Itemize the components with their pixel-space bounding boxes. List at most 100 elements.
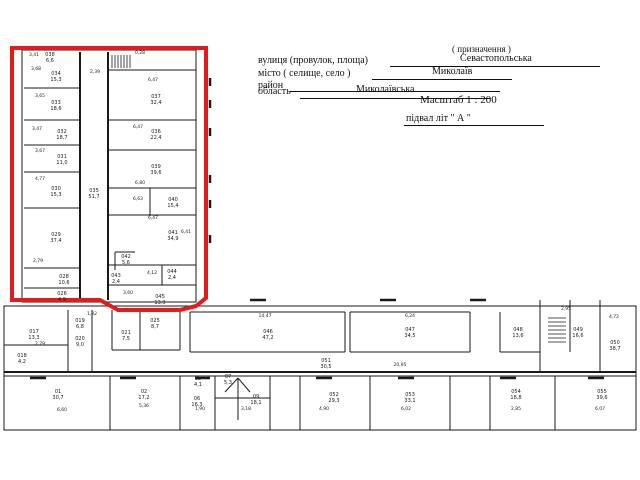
room-number: 019 — [75, 318, 85, 324]
room-number: 047 — [405, 327, 415, 333]
room-area: 37,4 — [50, 238, 61, 244]
dimension-label: 6,02 — [401, 406, 411, 412]
room-area: 38,7 — [609, 346, 620, 352]
room-area: 22,4 — [150, 135, 161, 141]
dimension-label: 2,79 — [35, 341, 45, 347]
room-area: 39,6 — [150, 170, 161, 176]
room-area: 6,6 — [46, 58, 54, 64]
dimension-label: 6,07 — [595, 406, 605, 412]
dimension-label: 2,95 — [561, 306, 571, 312]
room-number: 046 — [263, 329, 273, 335]
dimension-label: 14,47 — [259, 313, 272, 319]
room-area: 4,1 — [194, 382, 202, 388]
room-number: 017 — [29, 329, 39, 335]
room-number: 035 — [89, 188, 99, 194]
room-number: 037 — [151, 94, 161, 100]
room-area: 8,7 — [151, 324, 159, 330]
dimension-label: 6,47 — [148, 215, 158, 221]
room-area: 51,7 — [88, 194, 99, 200]
room-number: 041 — [168, 230, 178, 236]
dimension-label: 6,24 — [405, 313, 415, 319]
room-number: 043 — [111, 273, 121, 279]
room-number: 020 — [75, 336, 85, 342]
room-area: 9,0 — [76, 342, 84, 348]
room-number: 049 — [573, 327, 583, 333]
room-area: 15,4 — [167, 203, 178, 209]
section-underline — [404, 125, 544, 126]
dimension-label: 2,85 — [511, 406, 521, 412]
room-area: 5,3 — [224, 380, 232, 386]
room-area: 13,6 — [512, 333, 523, 339]
dimension-label: 4,12 — [147, 270, 157, 276]
room-area: 29,3 — [328, 398, 339, 404]
room-area: 30,5 — [320, 364, 331, 370]
scale-label: Масштаб 1 : 200 — [420, 94, 497, 106]
room-number: 048 — [513, 327, 523, 333]
dimension-label: 3,60 — [123, 290, 133, 296]
room-area: 18,1 — [250, 400, 261, 406]
room-number: 050 — [610, 340, 620, 346]
room-area: 16,6 — [572, 333, 583, 339]
room-number: 02 — [141, 389, 147, 395]
room-number: 026 — [57, 291, 67, 297]
room-area: 2,4 — [112, 279, 120, 285]
room-area: 30,7 — [52, 395, 63, 401]
room-area: 33,1 — [404, 398, 415, 404]
dimension-label: 1,90 — [195, 406, 205, 412]
dimension-label: 3,68 — [31, 66, 41, 72]
room-number: 06 — [194, 396, 200, 402]
dimension-label: 4,90 — [319, 406, 329, 412]
room-area: 2,4 — [168, 275, 176, 281]
room-number: 031 — [57, 154, 67, 160]
dimension-label: 20,95 — [394, 362, 407, 368]
room-number: 051 — [321, 358, 331, 364]
room-number: 033 — [51, 100, 61, 106]
dimension-label: 6,47 — [148, 77, 158, 83]
room-area: 4,9 — [58, 297, 66, 303]
room-number: 028 — [59, 274, 69, 280]
room-number: 045 — [155, 294, 165, 300]
city-underline — [372, 79, 512, 80]
room-area: 17,2 — [138, 395, 149, 401]
dimension-label: 0,28 — [135, 50, 145, 56]
dimension-label: 6,63 — [133, 196, 143, 202]
room-area: 34,9 — [167, 236, 178, 242]
dimension-label: 6,41 — [181, 229, 191, 235]
room-number: 021 — [121, 330, 131, 336]
purpose-label: ( призначення ) — [452, 44, 511, 54]
room-area: 16,3 — [191, 402, 202, 408]
dimension-label: 2,39 — [90, 69, 100, 75]
room-number: 038 — [45, 52, 55, 58]
room-area: 7,5 — [122, 336, 130, 342]
room-number: 05 — [195, 376, 201, 382]
dimension-label: 3,41 — [29, 52, 39, 58]
dimension-label: 3,47 — [32, 126, 42, 132]
dimension-label: 6,80 — [135, 180, 145, 186]
dimension-label: 6,47 — [133, 124, 143, 130]
room-number: 052 — [329, 392, 339, 398]
dimension-label: 3,65 — [35, 93, 45, 99]
room-number: 034 — [51, 71, 61, 77]
room-number: 025 — [150, 318, 160, 324]
room-number: 055 — [597, 389, 607, 395]
room-area: 6,8 — [76, 324, 84, 330]
city-value: Миколаїв — [432, 66, 473, 77]
dimension-label: 4,77 — [35, 176, 45, 182]
dimension-label: 4,72 — [609, 314, 619, 320]
room-area: 18,6 — [50, 106, 61, 112]
room-number: 053 — [405, 392, 415, 398]
room-area: 32,4 — [150, 100, 161, 106]
room-area: 4,2 — [18, 359, 26, 365]
street-value: Севастопольська — [460, 53, 532, 64]
room-area: 15,3 — [50, 192, 61, 198]
dimension-label: 3,18 — [241, 406, 251, 412]
dimension-label: 5,36 — [139, 403, 149, 409]
district-underline — [290, 91, 500, 92]
room-number: 032 — [57, 129, 67, 135]
street-label: вулиця (провулок, площа) — [258, 55, 369, 66]
room-number: 030 — [51, 186, 61, 192]
room-number: 036 — [151, 129, 161, 135]
dimension-label: 2,79 — [33, 258, 43, 264]
lower-wing-outline — [3, 305, 637, 431]
